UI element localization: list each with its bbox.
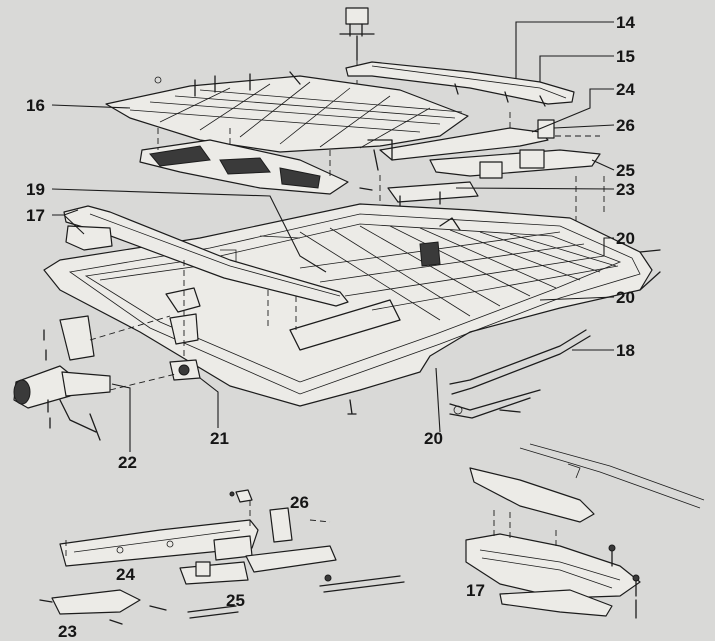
wedge-17-upper <box>65 225 113 251</box>
callout-22: 22 <box>118 453 137 472</box>
callout-24: 24 <box>616 80 635 99</box>
callout-15: 15 <box>616 47 635 66</box>
callout-20: 20 <box>424 429 443 448</box>
callout-23: 23 <box>58 622 77 641</box>
lower-panel <box>139 128 349 195</box>
callout-18: 18 <box>616 341 635 360</box>
callout-25: 25 <box>616 161 635 180</box>
leader-lines <box>51 21 615 452</box>
drive-motor-22 <box>13 315 177 441</box>
callout-17: 17 <box>466 581 485 600</box>
callout-26: 26 <box>616 116 635 135</box>
right-mechanism-upper <box>359 112 605 230</box>
callout-26: 26 <box>290 493 309 512</box>
callout-21: 21 <box>210 429 229 448</box>
callout-25: 25 <box>226 591 245 610</box>
callout-16: 16 <box>26 96 45 115</box>
detail-bottom-right <box>465 443 705 619</box>
callout-14: 14 <box>616 13 635 32</box>
callout-23: 23 <box>616 180 635 199</box>
left-bracket-21 <box>165 260 297 381</box>
wind-deflector-rail <box>345 61 575 107</box>
upper-frame-panel <box>105 71 469 153</box>
callout-17: 17 <box>26 206 45 225</box>
detail-bottom-left <box>39 489 405 625</box>
callout-20: 20 <box>616 229 635 248</box>
cable-rod-18 <box>449 329 591 419</box>
callout-labels: 14 15 24 16 26 25 23 19 17 20 20 18 21 2… <box>26 13 635 641</box>
callout-19: 19 <box>26 180 45 199</box>
callout-24: 24 <box>116 565 135 584</box>
callout-20: 20 <box>616 288 635 307</box>
